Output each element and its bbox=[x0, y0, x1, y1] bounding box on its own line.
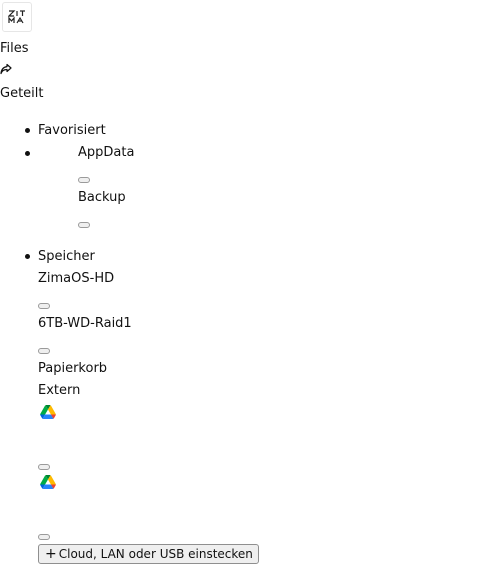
nav-item-shared[interactable]: Geteilt bbox=[0, 86, 44, 101]
zima-logo bbox=[2, 2, 32, 32]
app-title: Files bbox=[0, 41, 29, 56]
external-item-1-action-button[interactable] bbox=[38, 464, 50, 470]
favorite-item-backup-action-button[interactable] bbox=[78, 222, 90, 228]
storage-item-zimaos-hd-action-button[interactable] bbox=[38, 303, 50, 309]
trash-item[interactable]: Papierkorb bbox=[38, 361, 108, 376]
list-bullet bbox=[25, 254, 30, 259]
google-drive-icon[interactable] bbox=[40, 475, 56, 489]
google-drive-icon[interactable] bbox=[40, 405, 56, 419]
add-storage-button-label: Cloud, LAN oder USB einstecken bbox=[58, 547, 253, 561]
storage-item-6tb-wd-raid1[interactable]: 6TB-WD-Raid1 bbox=[38, 316, 132, 331]
plus-icon: + bbox=[45, 546, 57, 562]
section-external: Extern bbox=[38, 383, 81, 398]
share-icon[interactable] bbox=[0, 63, 12, 75]
storage-item-zimaos-hd[interactable]: ZimaOS-HD bbox=[38, 271, 115, 286]
list-bullet bbox=[25, 128, 30, 133]
favorite-item-appdata[interactable]: AppData bbox=[78, 145, 135, 160]
add-storage-button[interactable]: + Cloud, LAN oder USB einstecken bbox=[38, 544, 259, 564]
storage-item-6tb-wd-raid1-action-button[interactable] bbox=[38, 348, 50, 354]
external-item-2-action-button[interactable] bbox=[38, 534, 50, 540]
section-favorites: Favorisiert bbox=[38, 123, 106, 138]
favorite-item-appdata-action-button[interactable] bbox=[78, 177, 90, 183]
section-storage: Speicher bbox=[38, 249, 95, 264]
favorite-item-backup[interactable]: Backup bbox=[78, 190, 126, 205]
list-bullet bbox=[25, 151, 30, 156]
zima-logo-icon bbox=[8, 10, 25, 24]
